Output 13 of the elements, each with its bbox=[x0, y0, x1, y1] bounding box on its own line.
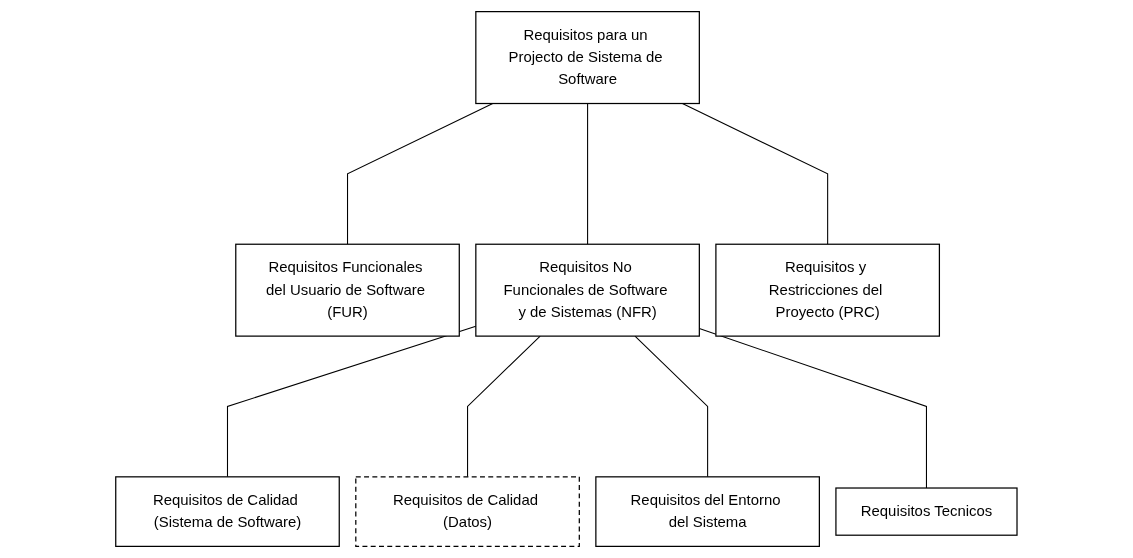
node-box: Requisitos de Calidad (Sistema de Software) bbox=[115, 476, 340, 547]
connector bbox=[467, 335, 541, 478]
connector bbox=[587, 102, 589, 245]
node-box: Requisitos para un Projecto de Sistema de Software bbox=[475, 11, 701, 105]
node-box: Requisitos No Funcionales de Software y de Sistemas (NFR) bbox=[475, 243, 701, 337]
node-box: Requisitos Funcionales del Usuario de Software (FUR) bbox=[235, 243, 460, 337]
connector bbox=[634, 335, 709, 478]
node-box: Requisitos del Entorno del Sistema bbox=[595, 476, 821, 547]
node-box: Requisitos y Restricciones del Proyecto (PRC) bbox=[715, 243, 941, 337]
connector bbox=[682, 102, 829, 245]
connector bbox=[347, 102, 494, 245]
node-box: Requisitos Tecnicos bbox=[835, 487, 1018, 536]
node-box: Requisitos de Calidad (Datos) bbox=[355, 476, 581, 547]
